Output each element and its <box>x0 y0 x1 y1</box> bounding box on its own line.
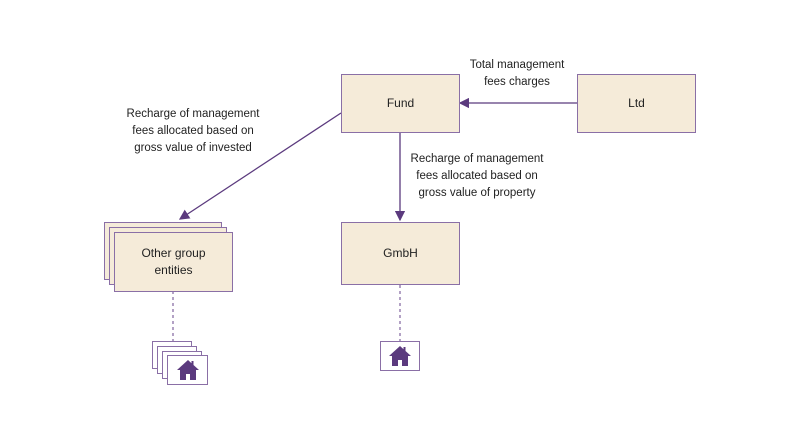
node-ltd: Ltd <box>577 74 696 133</box>
edge-label-fund-to-gmbh: Recharge of management fees allocated ba… <box>410 153 544 199</box>
node-ltd-label: Ltd <box>628 96 645 110</box>
node-gmbh-label: GmbH <box>383 246 418 260</box>
property-card <box>167 355 208 385</box>
edge-label-fund-to-other: Recharge of management fees allocated ba… <box>126 108 260 154</box>
node-fund: Fund <box>341 74 460 133</box>
property-card-gmbh <box>380 341 420 371</box>
node-other: Other group entities <box>114 232 233 292</box>
node-gmbh: GmbH <box>341 222 460 285</box>
node-other-label: Other group entities <box>141 246 206 277</box>
house-icon <box>389 346 411 366</box>
edge-label-ltd-to-fund: Total management fees charges <box>469 59 565 88</box>
node-fund-label: Fund <box>386 96 415 110</box>
arrow-fund-to-other <box>178 112 342 220</box>
house-icon <box>176 360 199 380</box>
